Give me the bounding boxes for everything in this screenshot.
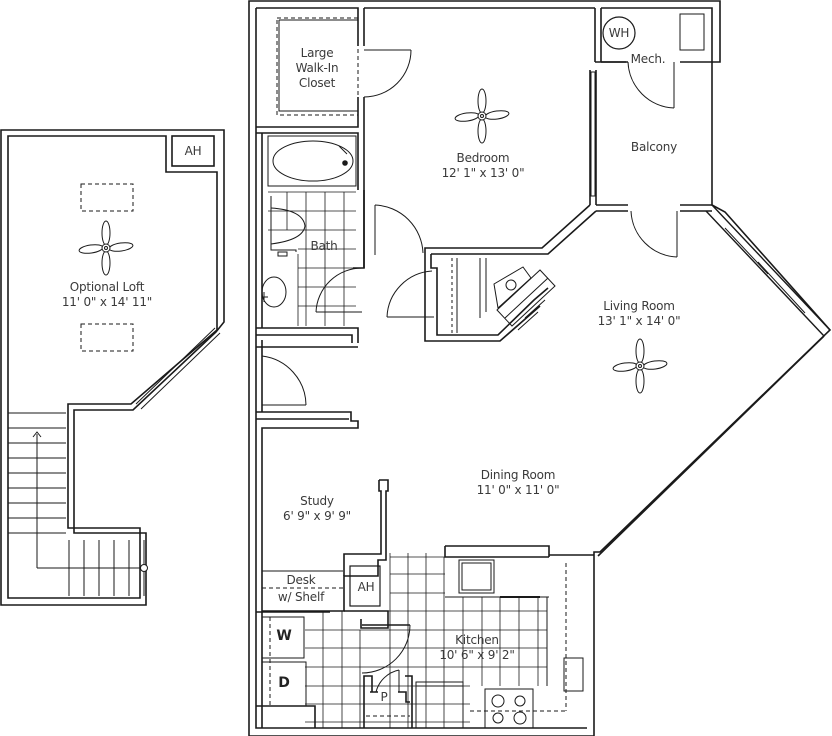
living-room-label: Living Room 13' 1" x 14' 0" bbox=[598, 299, 681, 329]
room-dimensions: 11' 0" x 14' 11" bbox=[61, 295, 153, 309]
room-dimensions: 10' 6" x 9' 2" bbox=[439, 648, 515, 662]
room-dimensions: 11' 0" x 11' 0" bbox=[476, 483, 560, 497]
bath-label: Bath bbox=[310, 239, 338, 253]
mech-label: Mech. bbox=[630, 52, 666, 66]
loft-label: Optional Loft 11' 0" x 14' 11" bbox=[62, 280, 152, 310]
water-heater-label: WH bbox=[608, 26, 630, 40]
closet-line-3: Closet bbox=[298, 76, 336, 90]
room-name: Living Room bbox=[603, 299, 675, 313]
room-name: Study bbox=[300, 494, 334, 508]
room-name: Kitchen bbox=[455, 633, 499, 647]
room-dimensions: 12' 1" x 13' 0" bbox=[441, 166, 525, 180]
ceiling-fans bbox=[78, 88, 668, 394]
kitchen-label: Kitchen 10' 6" x 9' 2" bbox=[439, 633, 515, 663]
bedroom-walls bbox=[364, 7, 831, 557]
bedroom-label: Bedroom 12' 1" x 13' 0" bbox=[442, 151, 525, 181]
room-name: Dining Room bbox=[480, 468, 556, 482]
ah-closet-label: AH bbox=[357, 580, 375, 594]
optional-loft-walls bbox=[0, 129, 225, 606]
pantry-label: P bbox=[380, 690, 388, 704]
room-name: Optional Loft bbox=[69, 280, 145, 294]
bath-walls bbox=[256, 132, 424, 343]
main-unit-walls bbox=[248, 0, 832, 736]
dining-room-label: Dining Room 11' 0" x 11' 0" bbox=[477, 468, 560, 498]
closet-line-1: Large bbox=[300, 46, 334, 60]
entry-study-walls bbox=[256, 340, 389, 728]
desk-line-1: Desk bbox=[286, 573, 316, 587]
kitchen-walls bbox=[256, 545, 594, 729]
dryer-label: D bbox=[278, 675, 290, 691]
balcony-label: Balcony bbox=[630, 140, 678, 154]
desk-label: Desk w/ Shelf bbox=[278, 573, 324, 605]
washer-label: W bbox=[276, 628, 292, 644]
room-dimensions: 13' 1" x 14' 0" bbox=[597, 314, 681, 328]
desk-line-2: w/ Shelf bbox=[277, 590, 325, 604]
room-dimensions: 6' 9" x 9' 9" bbox=[283, 509, 351, 523]
room-name: Bedroom bbox=[456, 151, 510, 165]
ceiling-fan-icon bbox=[454, 88, 510, 144]
closet-line-2: Walk-In bbox=[295, 61, 339, 75]
closet-label: Large Walk-In Closet bbox=[296, 46, 339, 91]
study-label: Study 6' 9" x 9' 9" bbox=[283, 494, 351, 524]
ceiling-fan-icon bbox=[612, 338, 668, 394]
ceiling-fan-icon bbox=[78, 220, 134, 276]
loft-ah-label: AH bbox=[184, 144, 202, 158]
hall-closet-walls bbox=[386, 254, 556, 342]
